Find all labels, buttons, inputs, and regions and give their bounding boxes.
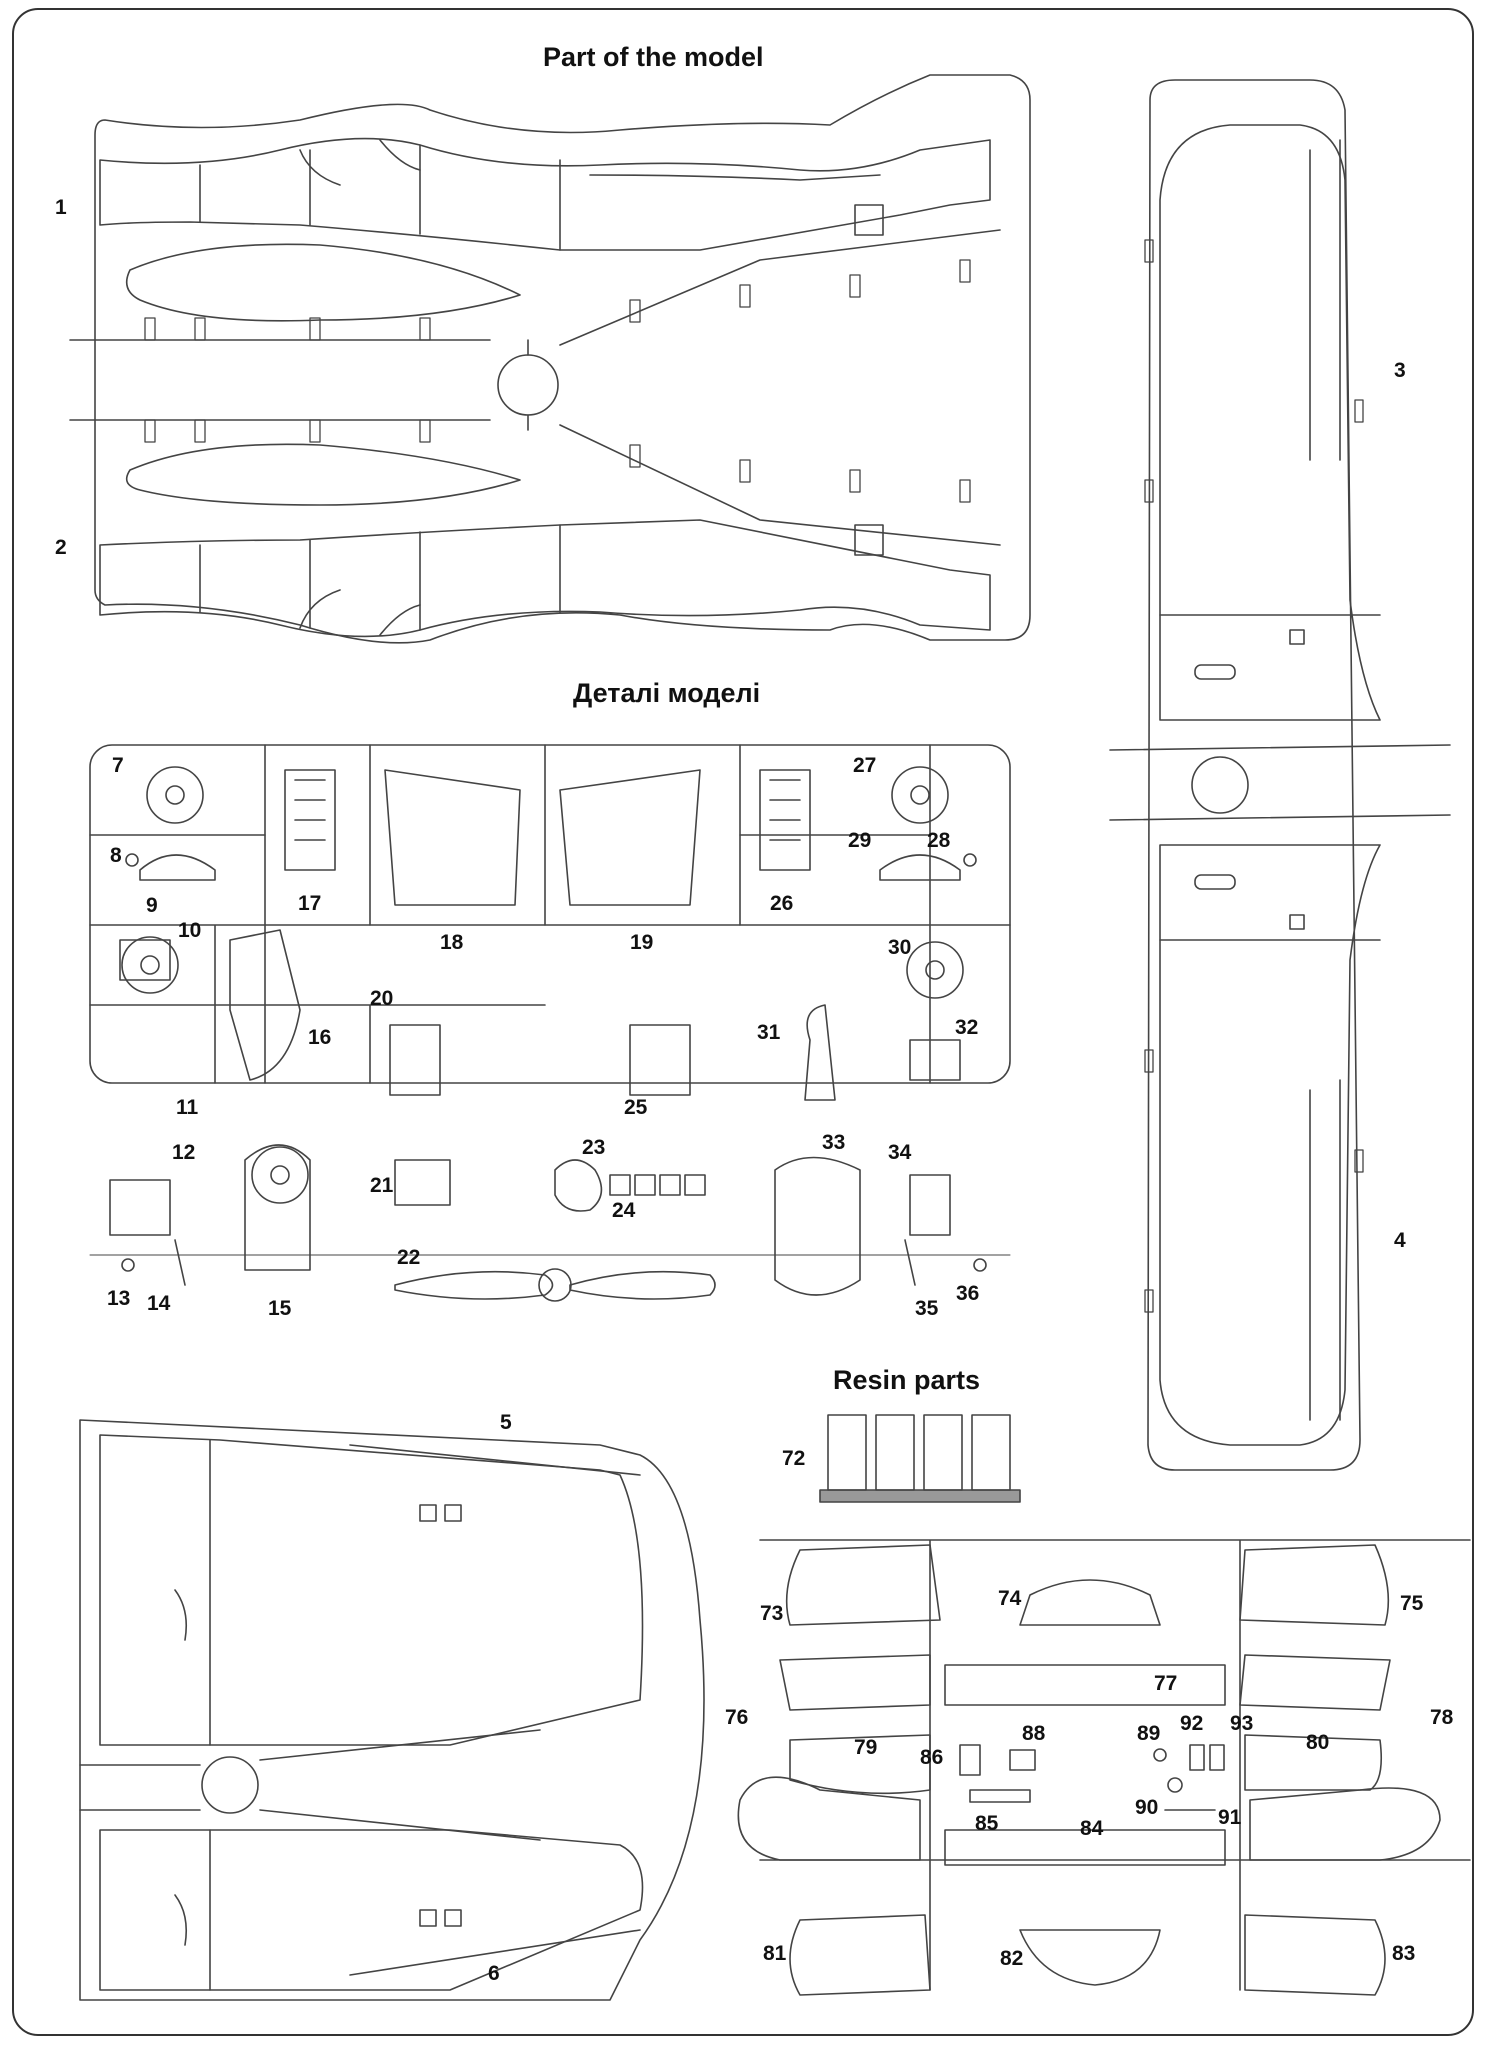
part-number: 10 [178, 919, 202, 942]
part-number: 25 [624, 1096, 648, 1119]
sprue-small-parts [89, 744, 1011, 1302]
part-number: 74 [998, 1587, 1022, 1610]
part-number: 28 [927, 829, 951, 852]
part-number: 31 [757, 1021, 781, 1044]
part-number: 32 [955, 1016, 979, 1039]
sheet-border [12, 8, 1474, 2036]
resin-sprue [737, 1539, 1471, 1996]
part-number: 1 [55, 196, 67, 219]
part-number: 78 [1430, 1706, 1454, 1729]
part-number: 93 [1230, 1712, 1254, 1735]
part-number: 12 [172, 1141, 196, 1164]
title-resin-parts: Resin parts [833, 1365, 981, 1395]
part-number: 33 [822, 1131, 846, 1154]
part-number: 81 [763, 1942, 787, 1965]
part-number: 27 [853, 754, 877, 777]
part-number: 7 [112, 754, 124, 777]
part-number: 92 [1180, 1712, 1204, 1735]
part-number: 35 [915, 1297, 939, 1320]
part-number: 20 [370, 987, 394, 1010]
title-ukrainian: Деталі моделі [573, 678, 761, 708]
part-number: 83 [1392, 1942, 1416, 1965]
part-number: 86 [920, 1746, 944, 1769]
sprue-fuselage [69, 74, 1031, 644]
sprue-wing [1109, 79, 1451, 1471]
part-number: 34 [888, 1141, 912, 1164]
part-number: 2 [55, 536, 67, 559]
part-number: 21 [370, 1174, 394, 1197]
part-number: 8 [110, 844, 122, 867]
part-number: 5 [500, 1411, 512, 1434]
part-number: 91 [1218, 1806, 1242, 1829]
part-number: 22 [397, 1246, 421, 1269]
part-number: 72 [782, 1447, 806, 1470]
part-number: 75 [1400, 1592, 1424, 1615]
part-number: 84 [1080, 1817, 1104, 1840]
sprue-stabilizers [79, 1419, 705, 2001]
part-number: 80 [1306, 1731, 1330, 1754]
part-number: 85 [975, 1812, 999, 1835]
part-number: 9 [146, 894, 158, 917]
part-number: 4 [1394, 1229, 1406, 1252]
resin-seats [819, 1414, 1021, 1503]
part-number: 14 [147, 1292, 171, 1315]
part-number: 3 [1394, 359, 1406, 382]
part-number: 6 [488, 1962, 500, 1985]
part-number: 73 [760, 1602, 784, 1625]
part-number: 11 [176, 1096, 199, 1119]
part-number: 13 [107, 1287, 131, 1310]
part-number: 26 [770, 892, 794, 915]
part-number: 82 [1000, 1947, 1024, 1970]
part-number: 17 [298, 892, 322, 915]
part-number: 36 [956, 1282, 980, 1305]
part-number: 90 [1135, 1796, 1159, 1819]
part-number: 77 [1154, 1672, 1178, 1695]
part-number: 79 [854, 1736, 878, 1759]
part-number: 19 [630, 931, 654, 954]
part-number: 18 [440, 931, 464, 954]
part-number: 29 [848, 829, 872, 852]
part-number: 89 [1137, 1722, 1161, 1745]
part-number: 23 [582, 1136, 606, 1159]
part-number: 88 [1022, 1722, 1046, 1745]
part-number: 24 [612, 1199, 636, 1222]
title-part-of-model: Part of the model [543, 42, 764, 72]
part-number: 15 [268, 1297, 292, 1320]
part-number: 16 [308, 1026, 332, 1049]
part-number: 30 [888, 936, 912, 959]
part-number: 76 [725, 1706, 749, 1729]
